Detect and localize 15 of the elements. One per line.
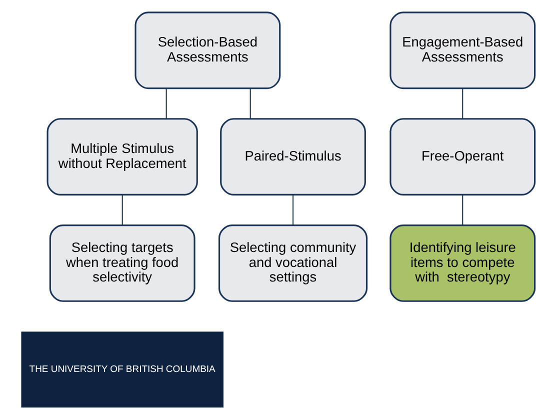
node-box: Identifying leisure items to compete with stereotypy (389, 224, 536, 302)
connector (462, 88, 463, 119)
node-box: Engagement-Based Assessments (389, 12, 536, 90)
connector (165, 88, 166, 119)
connector (249, 88, 250, 119)
connector (462, 194, 463, 225)
node-box: Paired-Stimulus (220, 118, 366, 196)
node-box: Selecting targets when treating food selectivity (48, 224, 195, 302)
node-box: Selection-Based Assessments (134, 12, 280, 90)
node-box: Selecting community and vocational settings (218, 224, 368, 302)
node-box: Multiple Stimulus without Replacement (46, 118, 198, 196)
node-box: Free-Operant (389, 118, 536, 196)
connector (121, 194, 122, 225)
connector (292, 194, 294, 225)
label: THE UNIVERSITY OF BRITISH COLUMBIA (28, 364, 215, 375)
